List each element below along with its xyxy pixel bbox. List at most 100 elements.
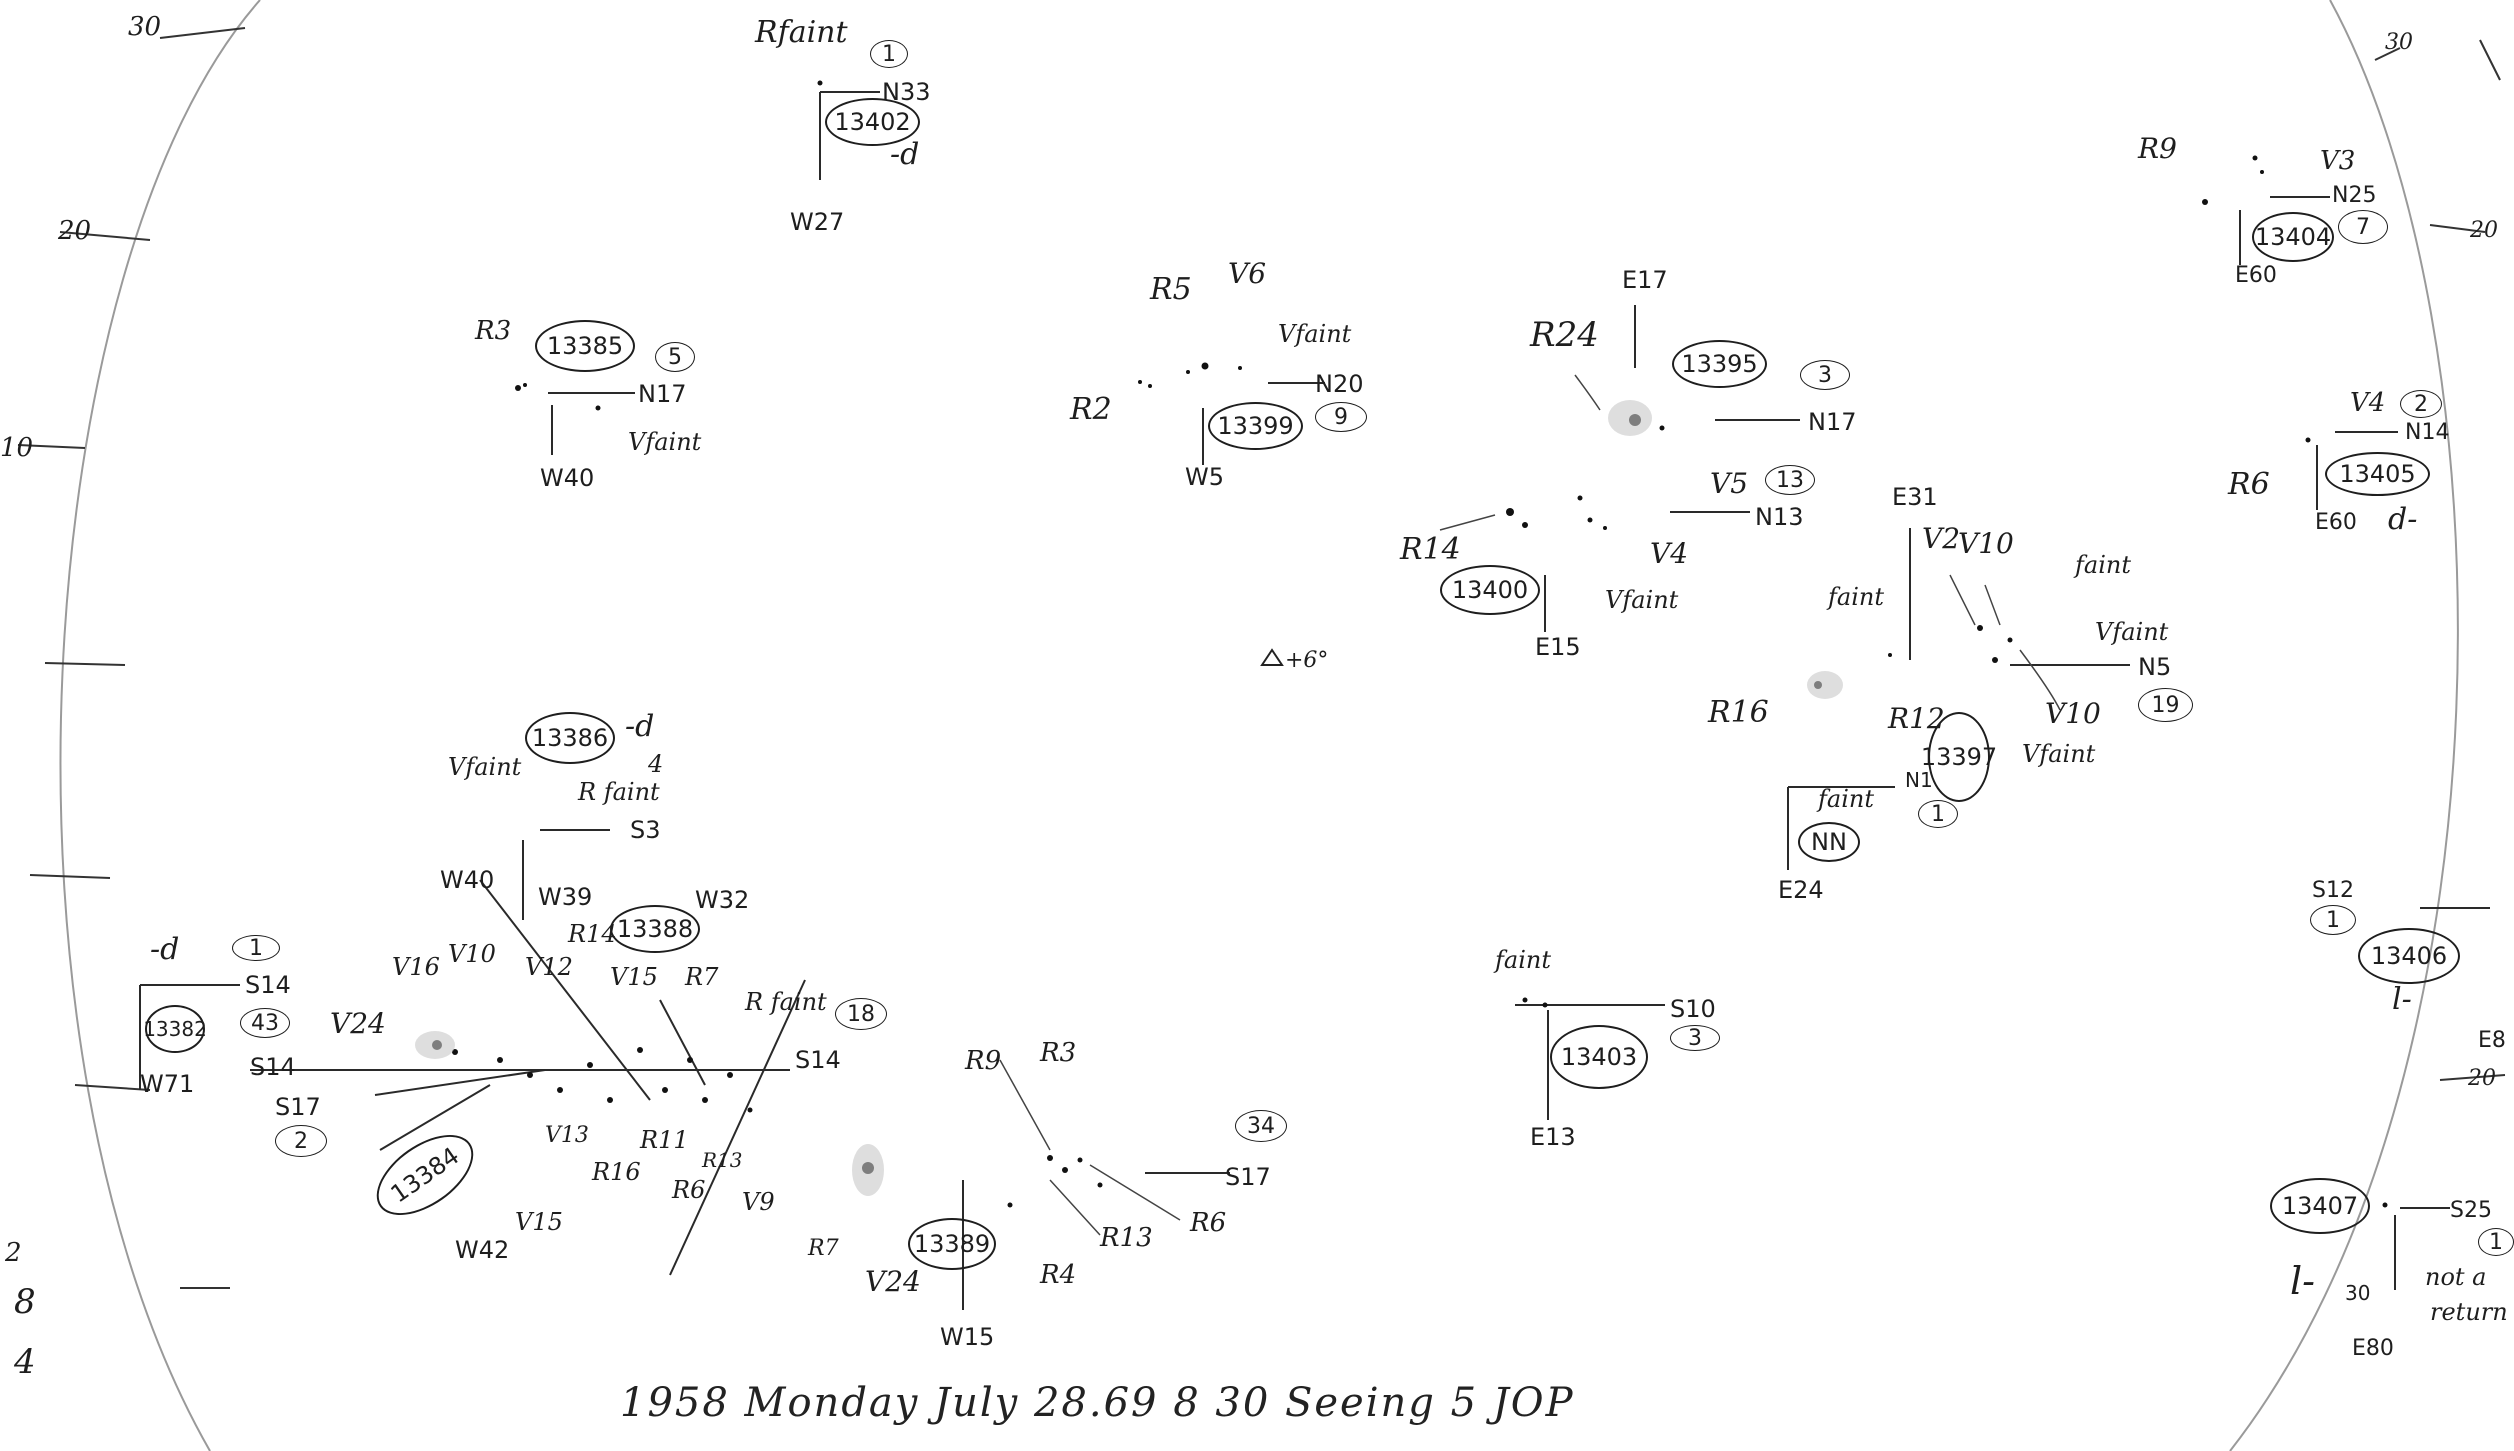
g13389-r7: R7 [808,1236,839,1261]
g13388-r11: R11 [640,1126,689,1154]
g13395-r: R24 [1530,315,1599,355]
g13405-lat: N14 [2405,420,2450,445]
date-line: 1958 Monday July 28.69 8 30 Seeing 5 JOP [620,1380,1575,1426]
nn-id: NN [1798,822,1860,862]
g13403-lon: E13 [1530,1123,1576,1151]
g13404-id: 13404 [2252,212,2334,262]
margin-fraction-bot: 4 [14,1342,36,1382]
g13395-lat: N17 [1808,408,1857,436]
g13404-lat: N25 [2332,183,2377,208]
g13385-lat: N17 [638,380,687,408]
g13389-r13: R13 [1100,1223,1153,1253]
g13403-count: 3 [1670,1025,1720,1051]
g13407-lon: E80 [2352,1336,2394,1361]
g13406-status: l- [2392,982,2412,1017]
g13400-lon: E15 [1535,633,1581,661]
g13407-status: l- [2290,1259,2315,1303]
g13385-lon: W40 [540,464,595,492]
g13389-r4: R4 [1040,1260,1077,1290]
scale-right-20b: 20 [2468,1066,2496,1091]
g13400-r14: R14 [1400,532,1461,567]
g13388-r13: R13 [702,1148,743,1172]
disk-outline-left [59,0,261,1451]
g13405-status: d- [2388,502,2418,537]
g13386-v: Vfaint [448,753,522,781]
g13397-lon: E31 [1892,483,1938,511]
margin-fraction-top: 2 [5,1238,22,1268]
nn-lat: N1 [1905,768,1933,792]
g13402-r: Rfaint [755,15,848,50]
g13382-small: 1 [232,935,280,961]
g13385-id: 13385 [535,320,635,372]
g13404-lon: E60 [2235,263,2277,288]
g13397-lat: N5 [2138,653,2172,681]
g13386-count: 4 [648,750,664,778]
margin-fraction-mid: 8 [14,1282,36,1322]
g13384-lat2: S14 [250,1053,296,1081]
g13388-r16: R16 [592,1158,641,1186]
g13403-id: 13403 [1550,1025,1648,1089]
g13406-count: 1 [2310,905,2356,935]
disk-outline-right [2229,0,2459,1451]
coordinate-lines [139,91,2490,1310]
center-triangle-icon [1260,648,1284,666]
g13395-count: 3 [1800,360,1850,390]
g13397-r16: R16 [1708,695,1769,730]
g13389-r6: R6 [1190,1208,1227,1238]
g13397-id: 13397 [1921,712,1997,802]
nn-lon: E24 [1778,876,1824,904]
g13399-r5: R5 [1150,272,1192,307]
g13389-v24: V24 [865,1265,921,1298]
g13400-count: 13 [1765,465,1815,495]
g13402-count: 1 [870,40,908,68]
g13404-v3: V3 [2320,146,2356,176]
g13389-count: 34 [1235,1110,1287,1142]
g13407-note2: return [2430,1298,2508,1326]
g13382-lon: W71 [140,1070,195,1098]
g13399-id: 13399 [1208,402,1303,450]
g13388-lon2: W39 [538,883,593,911]
g13397-count: 19 [2138,688,2193,722]
g13384-v2: V15 [515,1208,563,1236]
g13386-id: 13386 [525,712,615,764]
g13405-id: 13405 [2325,452,2430,496]
g13407-count: 1 [2478,1228,2514,1256]
nn-count: 1 [1918,800,1958,828]
g13397-vfaint1: Vfaint [2095,618,2169,646]
g13399-count: 9 [1315,402,1367,432]
g13389-id: 13389 [908,1218,996,1270]
nn-faint: faint [1818,785,1874,813]
g13389-lat: S17 [1225,1163,1271,1191]
g13388-v16: V16 [392,953,440,981]
g13400-v5: V5 [1710,467,1749,500]
g13386-r: R faint [578,778,660,806]
g13406-lon: E8 [2478,1028,2506,1053]
limb-ticks [17,27,2506,1289]
g13405-count: 2 [2400,390,2442,418]
g13397-faint1: faint [2075,551,2131,579]
g13384-lat: S17 [275,1093,321,1121]
scale-left-20: 20 [58,216,92,246]
g13406-lat: S12 [2312,878,2354,903]
leader-strokes [999,374,2061,1236]
g13388-lon3: W32 [695,886,750,914]
g13399-vfaint: Vfaint [1278,320,1352,348]
g13389-lon: W15 [940,1323,995,1351]
g13386-status: -d [625,709,655,744]
g13388-r6: R6 [672,1176,706,1204]
g13397-faint2: faint [1828,583,1884,611]
g13399-lon: W5 [1185,463,1224,491]
g13385-count: 5 [655,342,695,372]
g13404-count: 7 [2338,210,2388,244]
g13388-id: 13388 [610,905,700,953]
g13402-id: 13402 [825,98,920,146]
g13388-rfaint: R faint [745,988,827,1016]
g13397-vfaint2: Vfaint [2022,740,2096,768]
g13400-lat: N13 [1755,503,1804,531]
g13388-r7: R7 [685,963,719,991]
g13399-lat: N20 [1315,370,1364,398]
g13388-v10: V10 [448,940,496,968]
g13382-status: -d [150,932,180,967]
scale-right-30: 30 [2385,30,2413,55]
